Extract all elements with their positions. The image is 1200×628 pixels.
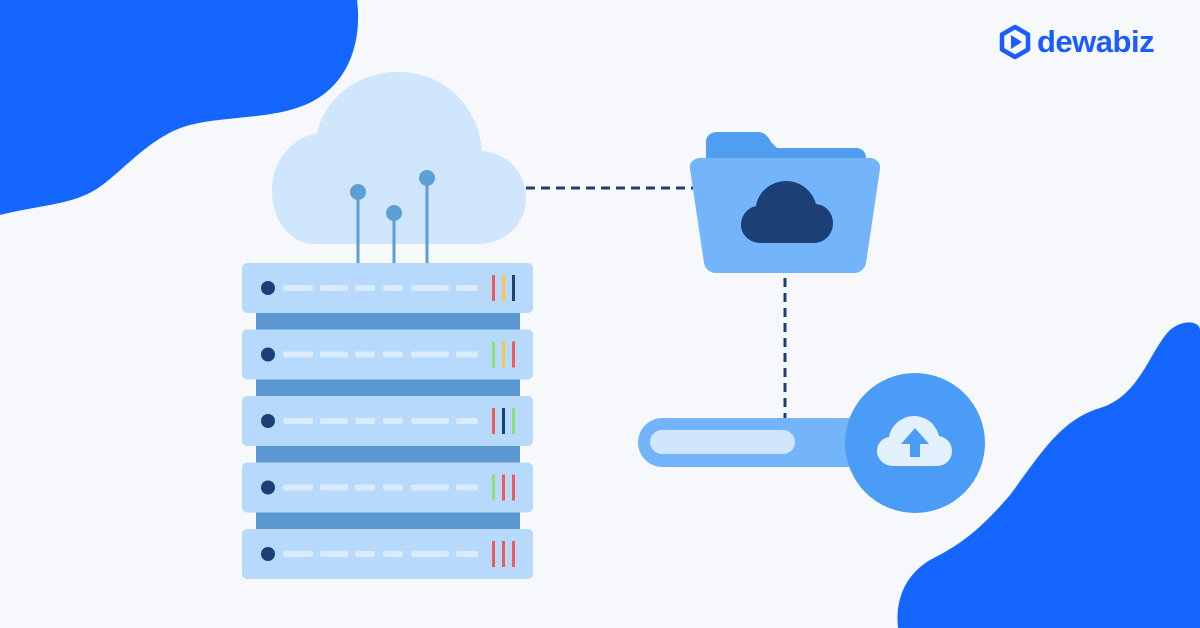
status-led <box>502 408 505 434</box>
connector-lines <box>526 186 787 424</box>
status-led <box>492 341 495 368</box>
status-led <box>492 474 495 501</box>
cloud-icon <box>272 72 526 264</box>
power-indicator-icon <box>261 547 275 561</box>
status-led <box>492 541 495 567</box>
brand-name: dewabiz <box>1037 24 1155 59</box>
power-indicator-icon <box>261 281 275 295</box>
power-indicator-icon <box>261 480 275 495</box>
server-unit <box>242 529 533 579</box>
top-left-blob <box>0 0 359 215</box>
status-led <box>512 275 515 301</box>
server-rack-icon <box>242 263 533 579</box>
cloud-folder-icon <box>689 132 881 273</box>
server-unit <box>242 263 533 313</box>
status-led <box>512 341 515 368</box>
dewabiz-logo: dewabiz <box>998 24 1155 60</box>
server-unit <box>242 329 533 380</box>
status-led <box>492 275 495 301</box>
play-hexagon-icon <box>999 24 1031 60</box>
status-led <box>502 474 505 501</box>
status-led <box>512 541 515 567</box>
status-led <box>502 275 505 301</box>
status-led <box>502 541 505 567</box>
server-unit <box>242 396 533 446</box>
status-led <box>502 341 505 368</box>
status-led <box>492 408 495 434</box>
cloud-upload-icon <box>638 373 985 513</box>
bottom-right-blob <box>897 322 1200 628</box>
power-indicator-icon <box>261 414 275 428</box>
status-led <box>512 408 515 434</box>
power-indicator-icon <box>261 347 275 362</box>
server-unit <box>242 462 533 513</box>
status-led <box>512 474 515 501</box>
